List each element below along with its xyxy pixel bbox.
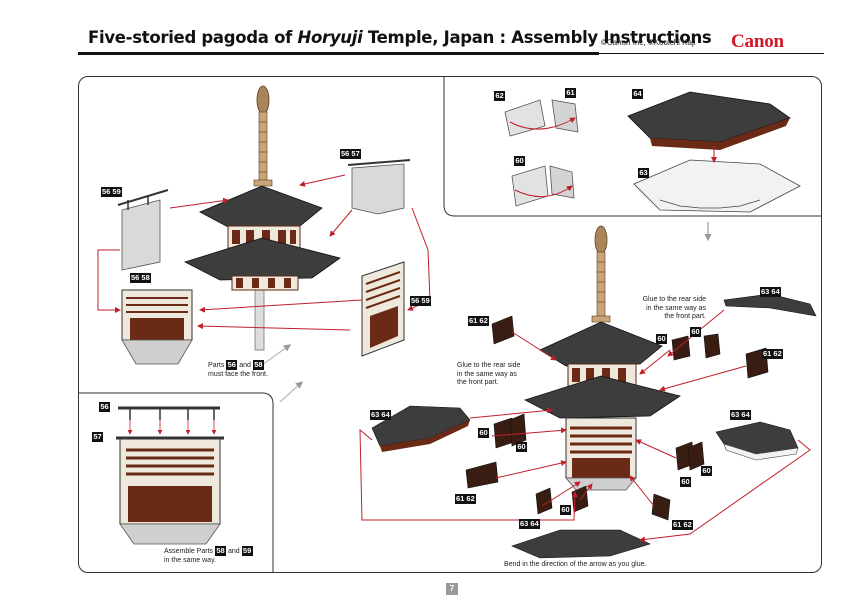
- canon-logo: Canon: [731, 31, 784, 52]
- badge-56-59-right: 56 59: [410, 296, 431, 306]
- inline-badge: 58: [214, 546, 226, 556]
- note-glue-right: Glue to the rear side in the same way as…: [642, 296, 706, 320]
- pagoda-right: [523, 225, 681, 491]
- roof-63-64-bottom: [511, 529, 651, 559]
- badge-57-lower: 57: [92, 432, 103, 442]
- panel-56-59-right: [361, 261, 405, 357]
- badge-62: 62: [494, 91, 505, 101]
- inline-badge: 58: [252, 360, 264, 370]
- note-bend: Bend in the direction of the arrow as yo…: [504, 561, 647, 568]
- badge-63-64-bottom: 63 64: [519, 519, 540, 529]
- roof-64-top: [627, 91, 791, 150]
- badge-63-64-right2: 63 64: [730, 410, 751, 420]
- panel-56-57-top: [347, 159, 411, 215]
- note-glue-left: Glue to the rear side in the same way as…: [457, 362, 521, 386]
- badge-60-a: 60: [656, 334, 667, 344]
- header-title: Five-storied pagoda of Horyuji Temple, J…: [88, 28, 712, 47]
- roof-63-64-right: [723, 293, 817, 317]
- badge-61-62-c: 61 62: [455, 494, 476, 504]
- header-rule-thick: [78, 52, 599, 55]
- badge-60-c: 60: [478, 428, 489, 438]
- badge-60-d: 60: [516, 442, 527, 452]
- badge-56-57-top: 56 57: [340, 149, 361, 159]
- badge-63-top: 63: [638, 168, 649, 178]
- badge-61-62-a: 61 62: [468, 316, 489, 326]
- part-60-top: [511, 165, 575, 207]
- badge-61: 61: [565, 88, 576, 98]
- part-61-62-top: [504, 99, 579, 137]
- title-end: Temple, Japan : Assembly Instructions: [362, 28, 712, 47]
- inline-badge: 56: [226, 360, 238, 370]
- title-start: Five-storied pagoda of: [88, 28, 298, 47]
- badge-60-g: 60: [560, 505, 571, 515]
- badge-61-62-d: 61 62: [672, 520, 693, 530]
- note-text: and: [227, 548, 240, 555]
- badge-60-f: 60: [680, 477, 691, 487]
- badge-60-e: 60: [701, 466, 712, 476]
- base-63-top: [633, 159, 801, 213]
- title-italic: Horyuji: [297, 28, 363, 47]
- badge-56-lower: 56: [99, 402, 110, 412]
- badge-56-59-left: 56 59: [101, 187, 122, 197]
- note-assemble: Assemble Parts 58 and 59 in the same way…: [164, 546, 274, 565]
- page-number: 7: [446, 583, 458, 595]
- note-text: and: [239, 362, 251, 369]
- instruction-panel: [78, 76, 822, 573]
- header-rule-thin: [599, 53, 824, 54]
- panel-56-58-left: [121, 289, 193, 365]
- badge-64-top: 64: [632, 89, 643, 99]
- panel-divider-top-right: [443, 77, 822, 217]
- note-text: Parts: [208, 362, 225, 369]
- badge-56-58-left: 56 58: [130, 273, 151, 283]
- note-text: Assemble Parts: [164, 548, 214, 555]
- badge-63-64-right: 63 64: [760, 287, 781, 297]
- panel-56-59-left: [117, 189, 169, 271]
- badge-63-64-left: 63 64: [370, 410, 391, 420]
- copyright-notice: ©Canon Inc, ©Kouichi Kaji: [601, 38, 696, 47]
- note-text: must face the front.: [208, 370, 268, 378]
- pagoda-left: [183, 85, 341, 351]
- inline-badge: 59: [241, 546, 253, 556]
- badge-60-b: 60: [690, 327, 701, 337]
- roof-63-64-right-lower: [715, 421, 799, 461]
- note-text: in the same way.: [164, 556, 217, 564]
- badge-61-62-b: 61 62: [762, 349, 783, 359]
- wall-56-57-assembly: [116, 406, 224, 545]
- badge-60-top: 60: [514, 156, 525, 166]
- panel-divider-bottom-left: [79, 392, 274, 572]
- note-parts-front: Parts 56 and 58 must face the front.: [208, 360, 288, 379]
- roof-63-64-left: [371, 405, 471, 452]
